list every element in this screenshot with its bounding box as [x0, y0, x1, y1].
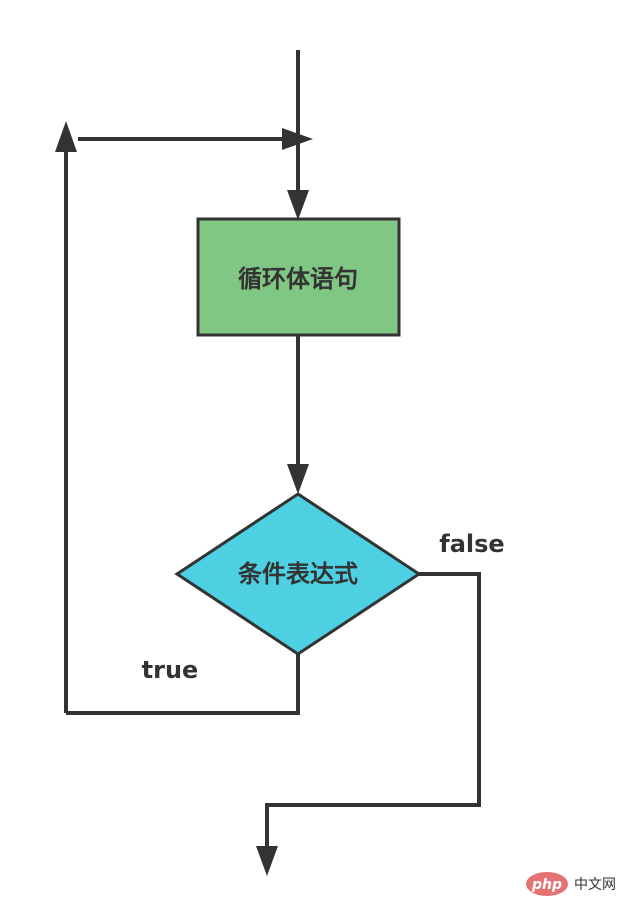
condition-label: 条件表达式	[238, 560, 358, 588]
entry-arrowhead-down	[287, 190, 309, 220]
loop-back-arrowhead-right	[282, 128, 313, 150]
loop-body-box	[196, 217, 401, 337]
site-name-text: 中文网	[574, 877, 616, 893]
body-to-condition-arrowhead	[287, 464, 309, 494]
true-branch-line	[66, 654, 300, 715]
false-label: false	[439, 530, 504, 558]
watermark: php 中文网	[526, 872, 616, 896]
loop-body-label: 循环体语句	[238, 265, 358, 293]
exit-arrowhead-down	[256, 846, 278, 876]
false-branch-line	[265, 572, 481, 852]
php-logo-badge	[526, 872, 568, 896]
php-logo-text: php	[531, 877, 562, 893]
true-label: true	[142, 656, 199, 684]
loop-back-arrowhead-up	[55, 121, 77, 152]
